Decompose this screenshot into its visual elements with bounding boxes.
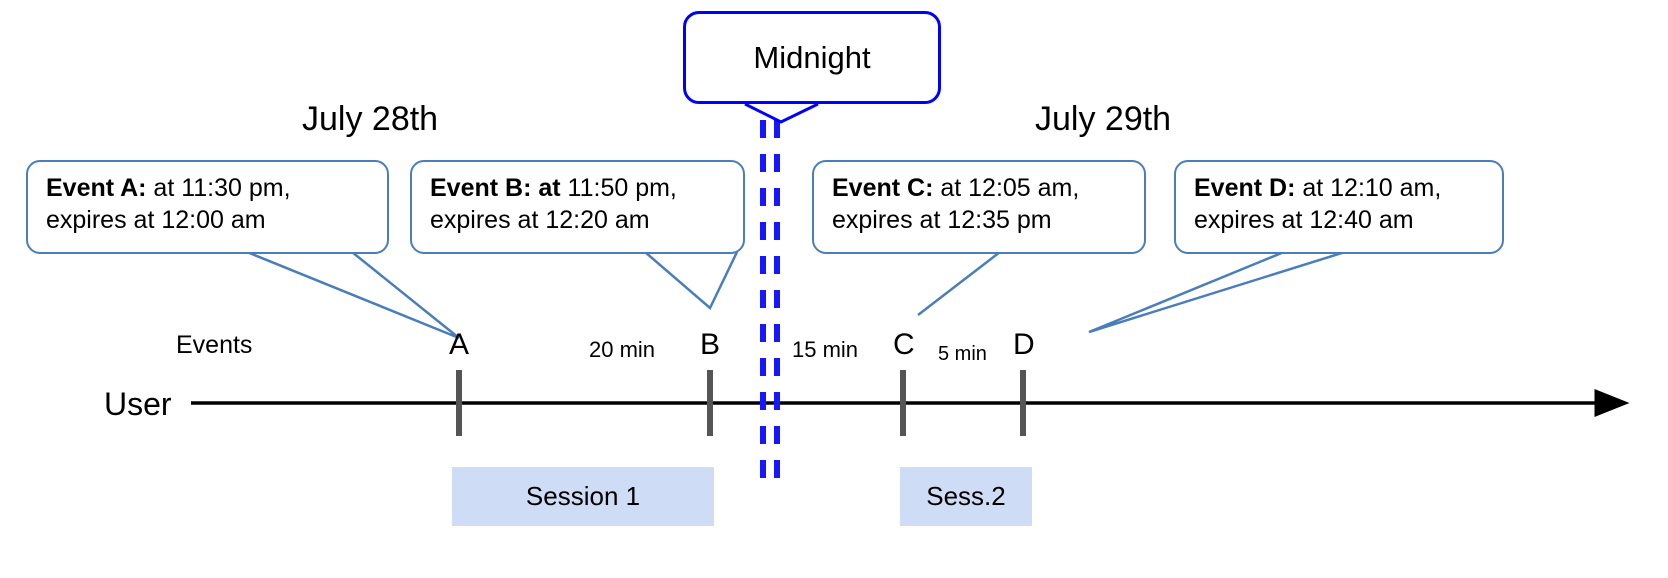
callout-event-c[interactable]: Event C: at 12:05 am, expires at 12:35 p… [812, 160, 1146, 254]
date-label-left: July 28th [302, 100, 439, 138]
interval-label-cd: 5 min [938, 343, 987, 365]
event-letter-a: A [449, 328, 470, 361]
callout-event-b-line1: Event B: at 11:50 pm, [430, 172, 727, 204]
callout-event-b-rest: 11:50 pm, [560, 174, 677, 202]
callout-event-a-line1: Event A: at 11:30 pm, [46, 172, 371, 204]
midnight-label: Midnight [753, 39, 871, 75]
callout-event-d-line2: expires at 12:40 am [1194, 206, 1414, 234]
session-box-2[interactable]: Sess.2 [900, 467, 1032, 526]
event-b-callout-tail [644, 251, 739, 311]
callout-event-d[interactable]: Event D: at 12:10 am, expires at 12:40 a… [1174, 160, 1504, 254]
interval-label-ab: 20 min [589, 337, 656, 362]
callout-event-c-rest: at 12:05 am, [933, 174, 1080, 202]
midnight-callout[interactable]: Midnight [683, 11, 941, 104]
callout-event-c-line2: expires at 12:35 pm [832, 206, 1052, 234]
callout-event-a-bold: Event A: [46, 174, 147, 202]
callout-event-b-bold: Event B: at [430, 174, 561, 202]
events-row-label: Events [176, 331, 253, 359]
event-d-callout-tail [1088, 250, 1346, 334]
session-box-1[interactable]: Session 1 [452, 467, 714, 526]
axis-label-user: User [104, 386, 172, 422]
callout-event-d-bold: Event D: [1194, 174, 1296, 202]
event-letter-c: C [893, 328, 915, 361]
callout-event-d-rest: at 12:10 am, [1295, 174, 1442, 202]
callout-event-a-line2: expires at 12:00 am [46, 206, 266, 234]
callout-event-c-bold: Event C: [832, 174, 934, 202]
event-c-callout-tail [913, 250, 1004, 316]
callout-event-d-line1: Event D: at 12:10 am, [1194, 172, 1486, 204]
callout-event-a-rest: at 11:30 pm, [146, 174, 291, 202]
event-a-callout-tail [246, 250, 460, 340]
callout-event-c-line1: Event C: at 12:05 am, [832, 172, 1128, 204]
session-2-label: Sess.2 [926, 481, 1006, 511]
callout-event-b[interactable]: Event B: at 11:50 pm, expires at 12:20 a… [410, 160, 745, 254]
callout-event-b-line2: expires at 12:20 am [430, 206, 650, 234]
callout-event-a[interactable]: Event A: at 11:30 pm, expires at 12:00 a… [26, 160, 389, 254]
event-letter-d: D [1013, 328, 1035, 361]
date-label-right: July 29th [1035, 100, 1172, 138]
session-1-label: Session 1 [525, 481, 641, 511]
interval-label-bc: 15 min [792, 337, 859, 362]
midnight-callout-tail [744, 102, 819, 124]
event-letter-b: B [700, 328, 721, 361]
